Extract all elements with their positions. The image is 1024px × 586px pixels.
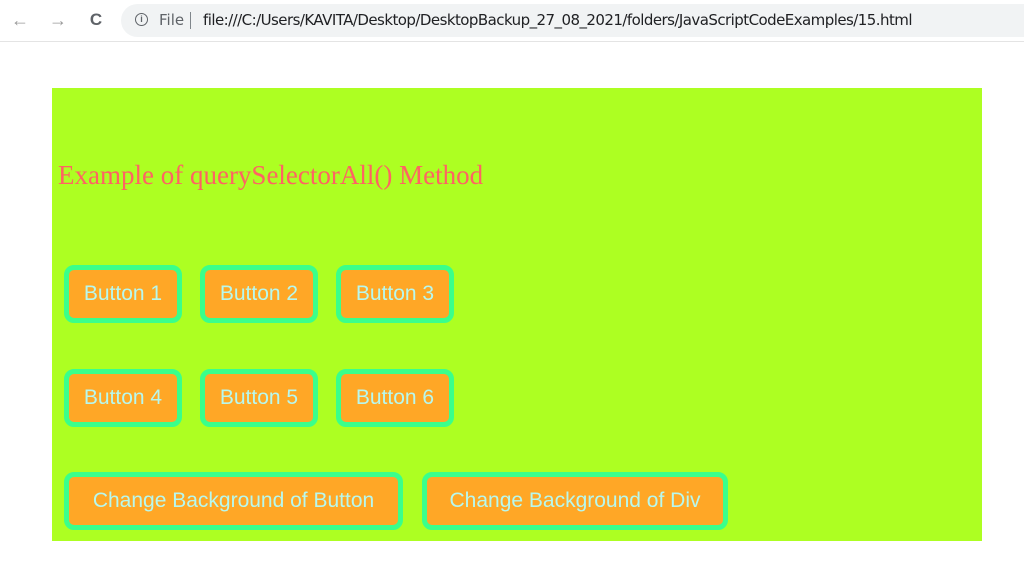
info-icon[interactable]: i: [135, 13, 148, 26]
address-bar[interactable]: i File file:///C:/Users/KAVITA/Desktop/D…: [121, 4, 1024, 37]
button-3[interactable]: Button 3: [336, 265, 454, 323]
forward-arrow-icon[interactable]: →: [49, 10, 67, 30]
browser-toolbar: ← → C i File file:///C:/Users/KAVITA/Des…: [0, 0, 1024, 42]
button-2[interactable]: Button 2: [200, 265, 318, 323]
change-div-background-button[interactable]: Change Background of Div: [422, 472, 728, 530]
button-6[interactable]: Button 6: [336, 369, 454, 427]
separator: [190, 12, 191, 29]
url-text[interactable]: file:///C:/Users/KAVITA/Desktop/DesktopB…: [203, 11, 913, 29]
page-heading: Example of querySelectorAll() Method: [58, 160, 484, 190]
reload-icon[interactable]: C: [89, 10, 103, 29]
scheme-label: File: [159, 11, 185, 29]
back-arrow-icon[interactable]: ←: [11, 10, 29, 30]
button-4[interactable]: Button 4: [64, 369, 182, 427]
demo-container: Example of querySelectorAll() Method But…: [52, 88, 982, 541]
button-5[interactable]: Button 5: [200, 369, 318, 427]
change-button-background-button[interactable]: Change Background of Button: [64, 472, 403, 530]
button-1[interactable]: Button 1: [64, 265, 182, 323]
